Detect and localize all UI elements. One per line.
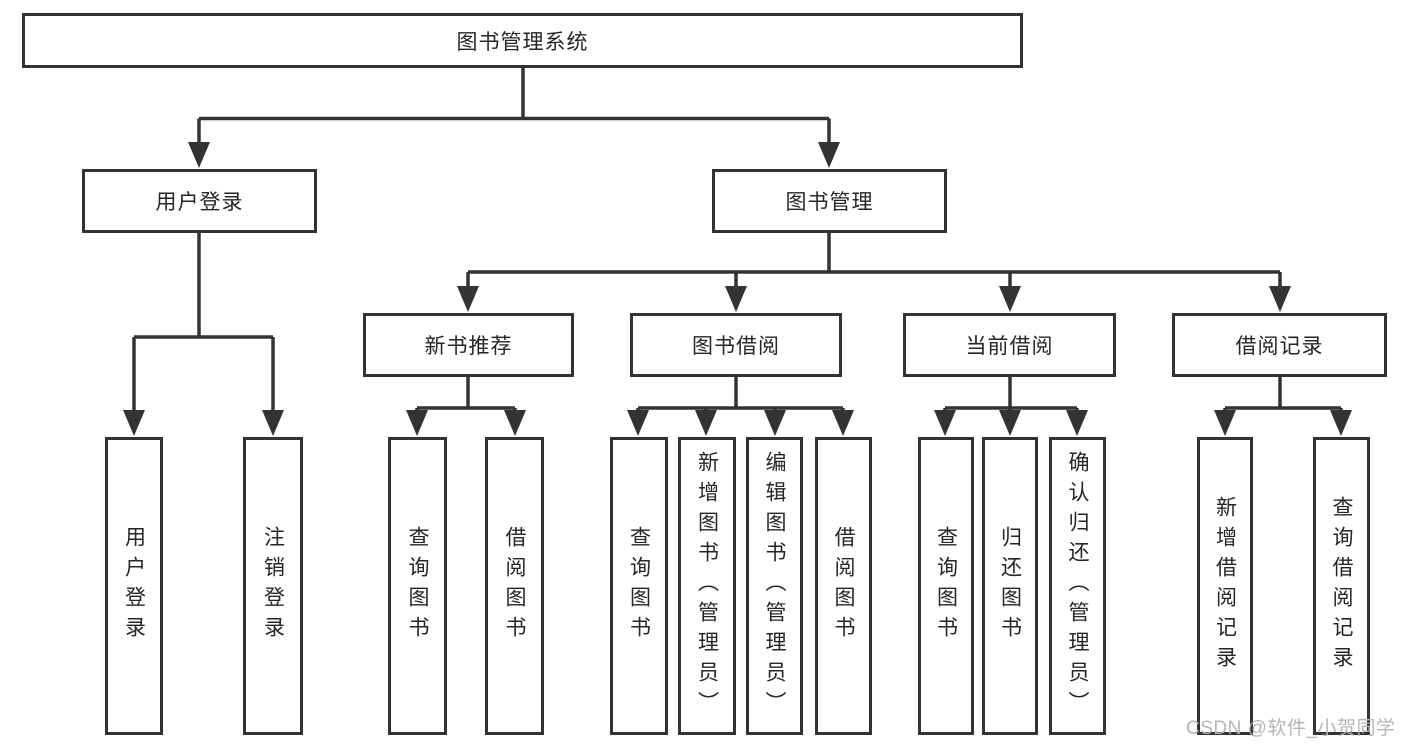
node-root-library-system: 图书管理系统	[22, 13, 1023, 68]
leaf-edit-books-admin: 编辑图书（管理员）	[746, 437, 803, 735]
leaf-confirm-return-admin: 确认归还（管理员）	[1049, 437, 1106, 735]
leaf-query-books-recommend: 查询图书	[388, 437, 447, 735]
leaf-user-login: 用户登录	[105, 437, 163, 735]
leaf-query-borrow-record: 查询借阅记录	[1313, 437, 1370, 735]
leaf-logout: 注销登录	[243, 437, 303, 735]
node-borrow-records: 借阅记录	[1172, 313, 1387, 377]
leaf-add-books-admin: 新增图书（管理员）	[678, 437, 736, 735]
node-user-login: 用户登录	[82, 169, 317, 233]
leaf-query-books-borrow: 查询图书	[610, 437, 668, 735]
leaf-query-books-current: 查询图书	[918, 437, 974, 735]
leaf-add-borrow-record: 新增借阅记录	[1197, 437, 1253, 735]
node-book-management: 图书管理	[712, 169, 947, 233]
node-book-borrow: 图书借阅	[630, 313, 842, 377]
csdn-watermark: CSDN @软件_小贺同学	[1186, 718, 1396, 739]
node-current-borrow: 当前借阅	[903, 313, 1116, 377]
leaf-borrow-books-recommend: 借阅图书	[485, 437, 544, 735]
leaf-borrow-books: 借阅图书	[815, 437, 872, 735]
leaf-return-books: 归还图书	[982, 437, 1038, 735]
node-new-book-recommend: 新书推荐	[363, 313, 574, 377]
